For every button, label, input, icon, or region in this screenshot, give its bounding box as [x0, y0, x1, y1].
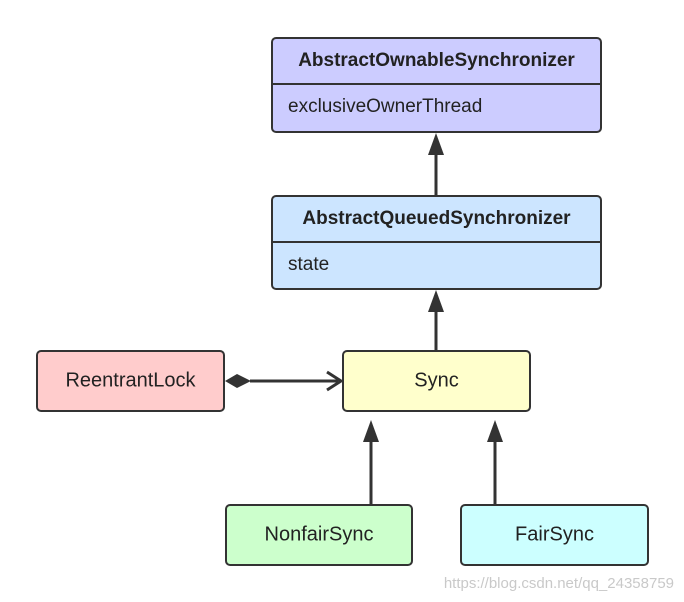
class-fair-sync: FairSync — [460, 504, 649, 566]
class-field: exclusiveOwnerThread — [288, 96, 483, 117]
class-label: FairSync — [515, 523, 594, 546]
class-label: Sync — [414, 369, 459, 392]
composition-diamond — [225, 374, 251, 388]
class-name: AbstractQueuedSynchronizer — [273, 197, 600, 243]
open-arrow-head — [326, 370, 344, 392]
class-label: ReentrantLock — [65, 369, 196, 392]
class-field: state — [288, 254, 330, 275]
inheritance-arrow-sync-right — [487, 420, 503, 442]
inheritance-arrow-aqs — [428, 290, 444, 312]
class-name: AbstractOwnableSynchronizer — [273, 39, 600, 85]
inheritance-arrow-sync-left — [363, 420, 379, 442]
inheritance-arrow-aos — [428, 133, 444, 155]
watermark: https://blog.csdn.net/qq_24358759 — [443, 575, 674, 592]
class-nonfair-sync: NonfairSync — [225, 504, 413, 566]
class-reentrant-lock: ReentrantLock — [36, 350, 225, 412]
class-label: NonfairSync — [264, 523, 374, 546]
class-abstract-ownable-synchronizer: AbstractOwnableSynchronizer exclusiveOwn… — [271, 37, 602, 133]
class-sync: Sync — [342, 350, 531, 412]
class-abstract-queued-synchronizer: AbstractQueuedSynchronizer state — [271, 195, 602, 290]
